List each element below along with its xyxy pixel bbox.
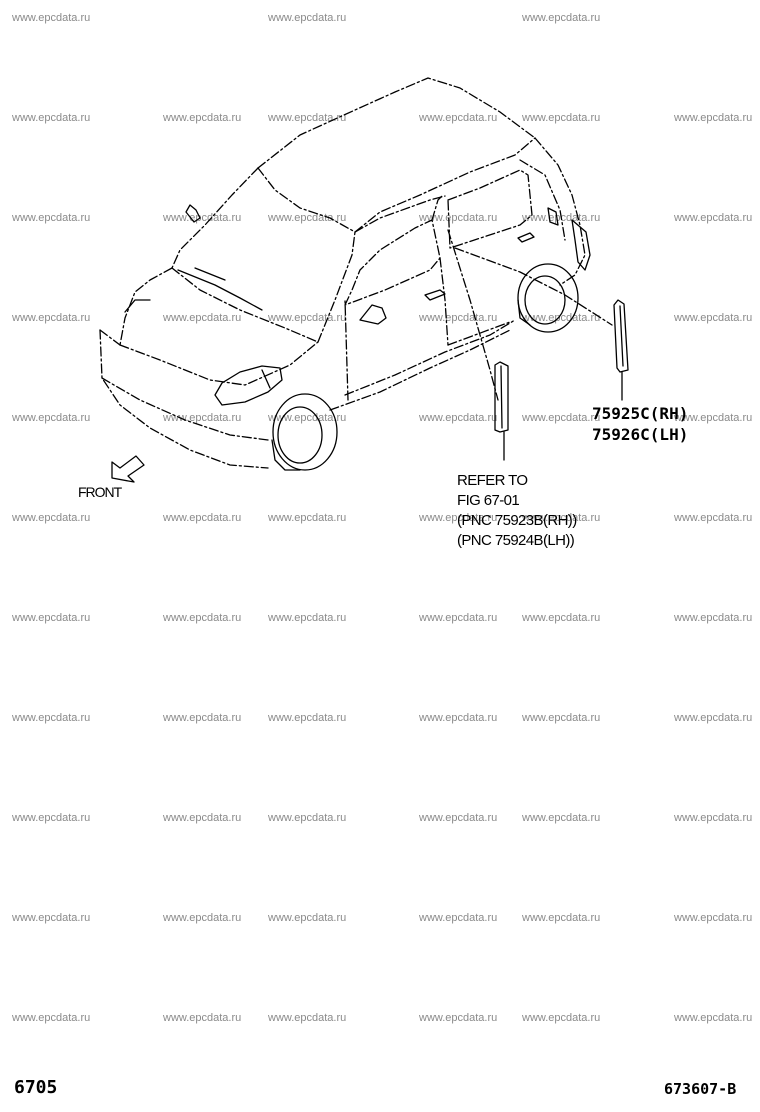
watermark-text: www.epcdata.ru bbox=[163, 1012, 242, 1024]
watermark-text: www.epcdata.ru bbox=[268, 1012, 347, 1024]
watermark-text: www.epcdata.ru bbox=[674, 512, 753, 524]
watermark-text: www.epcdata.ru bbox=[163, 412, 242, 424]
refer-note-line-2: FIG 67-01 bbox=[457, 492, 520, 509]
watermark-text: www.epcdata.ru bbox=[12, 312, 91, 324]
watermark-text: www.epcdata.ru bbox=[268, 612, 347, 624]
watermark-text: www.epcdata.ru bbox=[674, 712, 753, 724]
watermark-text: www.epcdata.ru bbox=[268, 212, 347, 224]
watermark-text: www.epcdata.ru bbox=[163, 712, 242, 724]
part-label-rh: 75925C(RH) bbox=[592, 404, 689, 423]
watermark-text: www.epcdata.ru bbox=[163, 512, 242, 524]
watermark-text: www.epcdata.ru bbox=[522, 612, 601, 624]
watermark-text: www.epcdata.ru bbox=[419, 512, 498, 524]
watermark-text: www.epcdata.ru bbox=[419, 1012, 498, 1024]
watermark-text: www.epcdata.ru bbox=[522, 312, 601, 324]
watermark-text: www.epcdata.ru bbox=[12, 212, 91, 224]
watermark-text: www.epcdata.ru bbox=[522, 112, 601, 124]
watermark-text: www.epcdata.ru bbox=[674, 312, 753, 324]
watermark-text: www.epcdata.ru bbox=[522, 812, 601, 824]
watermark-text: www.epcdata.ru bbox=[12, 1012, 91, 1024]
watermark-text: www.epcdata.ru bbox=[419, 812, 498, 824]
front-arrow-icon bbox=[111, 455, 145, 483]
car-outline bbox=[99, 77, 613, 469]
watermark-text: www.epcdata.ru bbox=[522, 512, 601, 524]
part-75925C-moulding bbox=[613, 299, 629, 373]
front-label: FRONT bbox=[78, 484, 122, 500]
watermark-text: www.epcdata.ru bbox=[12, 812, 91, 824]
watermark-text: www.epcdata.ru bbox=[522, 1012, 601, 1024]
watermark-text: www.epcdata.ru bbox=[268, 812, 347, 824]
watermark-text: www.epcdata.ru bbox=[268, 412, 347, 424]
part-label-lh: 75926C(LH) bbox=[592, 425, 689, 444]
watermark-text: www.epcdata.ru bbox=[12, 412, 91, 424]
watermark-text: www.epcdata.ru bbox=[12, 512, 91, 524]
watermark-text: www.epcdata.ru bbox=[674, 612, 753, 624]
watermark-text: www.epcdata.ru bbox=[268, 12, 347, 24]
watermark-text: www.epcdata.ru bbox=[12, 112, 91, 124]
watermark-text: www.epcdata.ru bbox=[163, 212, 242, 224]
watermark-text: www.epcdata.ru bbox=[522, 712, 601, 724]
watermark-text: www.epcdata.ru bbox=[163, 612, 242, 624]
watermark-text: www.epcdata.ru bbox=[674, 812, 753, 824]
watermark-text: www.epcdata.ru bbox=[419, 112, 498, 124]
watermark-text: www.epcdata.ru bbox=[674, 412, 753, 424]
watermark-text: www.epcdata.ru bbox=[268, 712, 347, 724]
watermark-text: www.epcdata.ru bbox=[522, 912, 601, 924]
watermark-text: www.epcdata.ru bbox=[268, 912, 347, 924]
refer-note-line-4: (PNC 75924B(LH)) bbox=[457, 532, 575, 549]
watermark-text: www.epcdata.ru bbox=[419, 612, 498, 624]
watermark-text: www.epcdata.ru bbox=[163, 912, 242, 924]
watermark-text: www.epcdata.ru bbox=[419, 212, 498, 224]
watermark-text: www.epcdata.ru bbox=[419, 912, 498, 924]
car-details bbox=[124, 204, 591, 471]
part-75923B-moulding bbox=[494, 361, 509, 433]
watermark-text: www.epcdata.ru bbox=[674, 1012, 753, 1024]
figure-code: 673607-B bbox=[664, 1080, 737, 1098]
watermark-text: www.epcdata.ru bbox=[674, 912, 753, 924]
watermark-text: www.epcdata.ru bbox=[12, 712, 91, 724]
watermark-text: www.epcdata.ru bbox=[12, 612, 91, 624]
watermark-text: www.epcdata.ru bbox=[419, 712, 498, 724]
watermark-text: www.epcdata.ru bbox=[268, 512, 347, 524]
watermark-text: www.epcdata.ru bbox=[674, 112, 753, 124]
watermark-text: www.epcdata.ru bbox=[522, 412, 601, 424]
watermark-text: www.epcdata.ru bbox=[12, 12, 91, 24]
watermark-text: www.epcdata.ru bbox=[268, 112, 347, 124]
watermark-text: www.epcdata.ru bbox=[674, 212, 753, 224]
watermark-text: www.epcdata.ru bbox=[419, 412, 498, 424]
watermark-text: www.epcdata.ru bbox=[163, 312, 242, 324]
refer-note-line-1: REFER TO bbox=[457, 472, 528, 489]
watermark-text: www.epcdata.ru bbox=[163, 812, 242, 824]
refer-note-line-3: (PNC 75923B(RH)) bbox=[457, 512, 577, 529]
watermark-text: www.epcdata.ru bbox=[12, 912, 91, 924]
watermark-text: www.epcdata.ru bbox=[419, 312, 498, 324]
watermark-text: www.epcdata.ru bbox=[522, 12, 601, 24]
page-number: 6705 bbox=[14, 1077, 58, 1098]
watermark-text: www.epcdata.ru bbox=[163, 112, 242, 124]
